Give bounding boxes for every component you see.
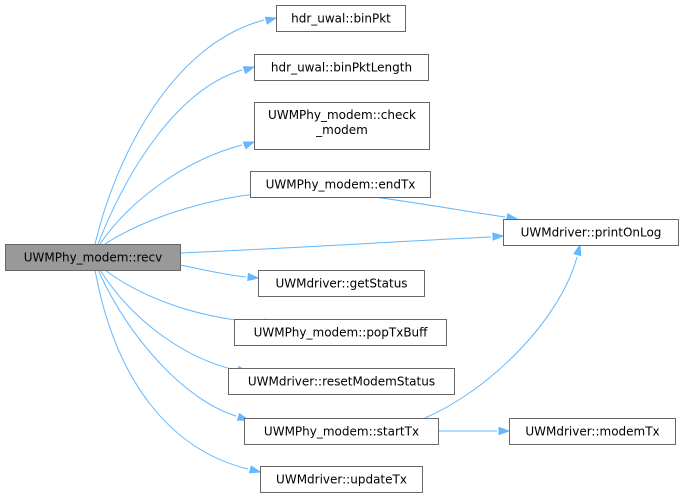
edge-line (179, 264, 247, 278)
node-endTx[interactable]: UWMPhy_modem::endTx (250, 171, 431, 198)
edge-recv-to-binPktLength (97, 66, 256, 245)
node-label: hdr_uwal::binPktLength (271, 61, 412, 75)
arrowhead-icon (242, 141, 256, 150)
node-box (228, 368, 455, 395)
arrowhead-icon (264, 16, 278, 25)
edge-recv-to-printOnLog (179, 232, 505, 254)
edge-recv-to-getStatus (179, 264, 260, 282)
node-updateTx[interactable]: UWMdriver::updateTx (260, 466, 423, 493)
node-box (244, 418, 439, 445)
node-box (254, 102, 430, 150)
arrowhead-icon (242, 66, 256, 75)
edge-line (179, 236, 492, 254)
nodes-layer: UWMPhy_modem::recv hdr_uwal::binPkthdr_uw… (5, 5, 679, 493)
edge-line (99, 269, 237, 371)
arrowhead-icon (573, 243, 582, 257)
node-label: UWMPhy_modem::startTx (264, 425, 419, 439)
node-box (503, 219, 679, 246)
node-check_modem[interactable]: UWMPhy_modem::check_modem (254, 102, 430, 150)
node-label: UWMPhy_modem::check (268, 108, 416, 122)
node-label: UWMdriver::resetModemStatus (248, 375, 435, 389)
edge-line (94, 19, 265, 245)
node-binPktLength[interactable]: hdr_uwal::binPktLength (254, 54, 429, 81)
node-box (258, 270, 425, 297)
node-box (5, 244, 181, 271)
edge-line (97, 269, 237, 417)
edge-line (424, 256, 578, 419)
node-label: hdr_uwal::binPkt (291, 12, 391, 26)
node-getStatus[interactable]: UWMdriver::getStatus (258, 270, 425, 297)
node-startTx[interactable]: UWMPhy_modem::startTx (244, 418, 439, 445)
arrowhead-icon (498, 426, 511, 436)
node-label: UWMdriver::modemTx (525, 425, 659, 439)
node-box (234, 319, 447, 346)
arrowhead-icon (247, 272, 260, 282)
node-label: UWMdriver::printOnLog (521, 226, 662, 240)
edge-line (104, 191, 279, 245)
node-resetModemStatus[interactable]: UWMdriver::resetModemStatus (228, 368, 455, 395)
edge-recv-to-startTx (97, 269, 250, 421)
arrowhead-icon (248, 465, 262, 474)
node-label: _modem (315, 123, 368, 137)
edge-recv-to-binPkt (94, 16, 278, 245)
edge-recv-to-check_modem (99, 141, 256, 245)
node-popTxBuff[interactable]: UWMPhy_modem::popTxBuff (234, 319, 447, 346)
edge-line (94, 269, 249, 470)
node-label: UWMdriver::updateTx (276, 473, 407, 487)
node-box (509, 418, 676, 445)
node-modemTx[interactable]: UWMdriver::modemTx (509, 418, 676, 445)
edge-line (104, 269, 263, 324)
node-label: UWMdriver::getStatus (275, 277, 407, 291)
node-box (254, 54, 429, 81)
edge-line (373, 196, 506, 218)
node-label: UWMPhy_modem::recv (24, 251, 163, 265)
edge-startTx-to-modemTx (438, 426, 511, 436)
node-box (250, 171, 431, 198)
arrowhead-icon (492, 232, 505, 241)
edge-line (99, 144, 243, 245)
edge-line (97, 69, 243, 245)
node-box (260, 466, 423, 493)
node-printOnLog[interactable]: UWMdriver::printOnLog (503, 219, 679, 246)
node-label: UWMPhy_modem::endTx (266, 178, 416, 192)
node-box (276, 5, 406, 32)
node-binPkt[interactable]: hdr_uwal::binPkt (276, 5, 406, 32)
edge-recv-to-updateTx (94, 269, 262, 474)
node-recv: UWMPhy_modem::recv (5, 244, 181, 271)
edge-endTx-to-printOnLog (373, 196, 519, 222)
edge-startTx-to-printOnLog (424, 243, 582, 419)
node-label: UWMPhy_modem::popTxBuff (254, 326, 429, 340)
